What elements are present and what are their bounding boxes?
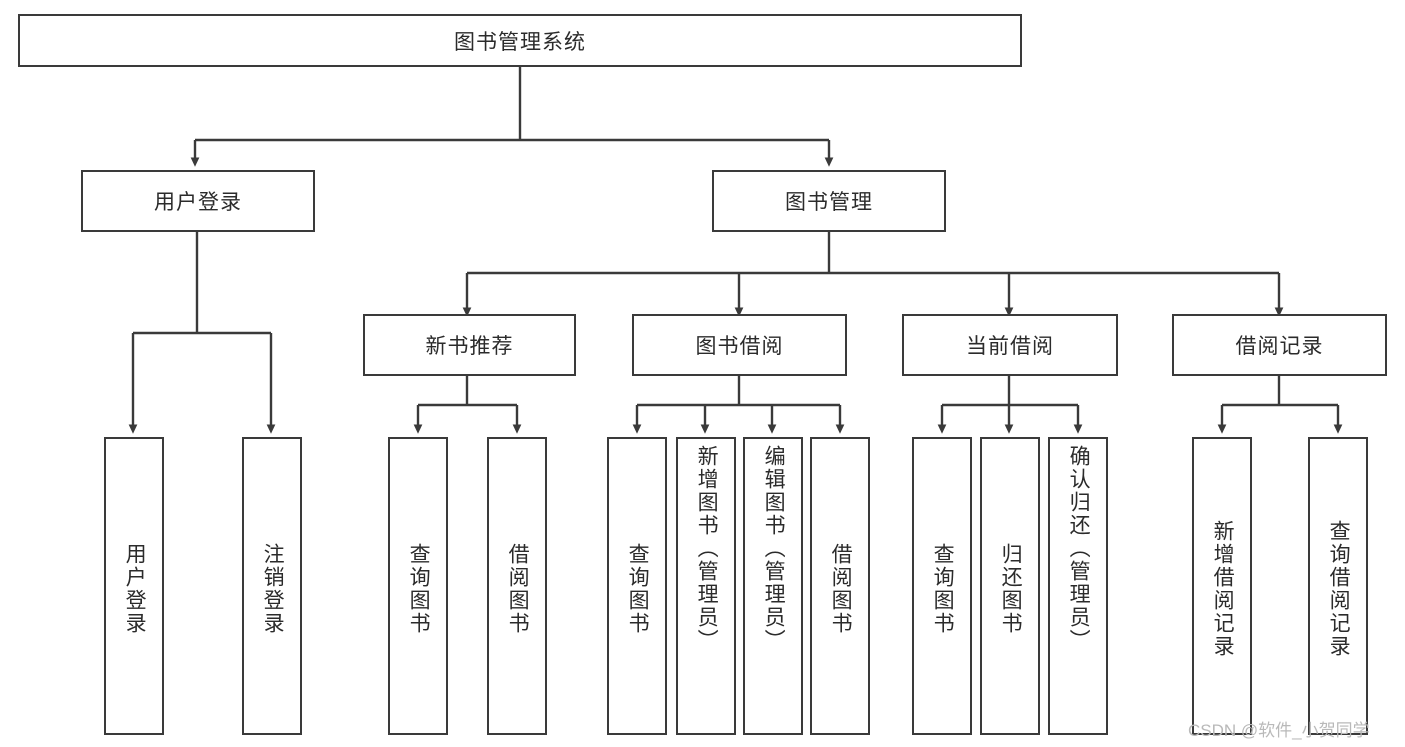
node-borrow-record[interactable]: 借阅记录 (1172, 314, 1387, 376)
leaf-label: 用户登录 (123, 543, 147, 635)
leaf-label: 查询借阅记录 (1327, 520, 1351, 658)
leaf-label: 借阅图书 (829, 543, 853, 635)
node-new-book-recommend[interactable]: 新书推荐 (363, 314, 576, 376)
leaf-book-borrow-edit[interactable]: 编辑图书（管理员） (743, 437, 803, 735)
leaf-label: 借阅图书 (506, 543, 530, 635)
watermark: CSDN @软件_小贺同学 (1188, 721, 1370, 740)
node-borrow-record-label: 借阅记录 (1235, 335, 1324, 358)
leaf-label: 新增图书（管理员） (695, 445, 719, 652)
leaf-current-borrow-query[interactable]: 查询图书 (912, 437, 972, 735)
node-current-borrow-label: 当前借阅 (966, 335, 1054, 358)
leaf-user-login-login[interactable]: 用户登录 (104, 437, 164, 735)
leaf-label: 查询图书 (407, 543, 431, 635)
node-book-management[interactable]: 图书管理 (712, 170, 946, 232)
leaf-book-borrow-add[interactable]: 新增图书（管理员） (676, 437, 736, 735)
leaf-current-borrow-return[interactable]: 归还图书 (980, 437, 1040, 735)
leaf-label: 归还图书 (999, 543, 1023, 635)
leaf-user-login-logout[interactable]: 注销登录 (242, 437, 302, 735)
leaf-label: 编辑图书（管理员） (762, 445, 786, 652)
leaf-label: 查询图书 (626, 543, 650, 635)
leaf-label: 注销登录 (261, 543, 285, 635)
node-user-login-label: 用户登录 (154, 191, 242, 214)
leaf-label: 确认归还（管理员） (1067, 445, 1091, 652)
leaf-borrow-record-add[interactable]: 新增借阅记录 (1192, 437, 1252, 735)
node-current-borrow[interactable]: 当前借阅 (902, 314, 1118, 376)
node-book-management-label: 图书管理 (785, 191, 873, 214)
leaf-current-borrow-confirm-return[interactable]: 确认归还（管理员） (1048, 437, 1108, 735)
leaf-book-borrow-query[interactable]: 查询图书 (607, 437, 667, 735)
leaf-label: 新增借阅记录 (1211, 520, 1235, 658)
leaf-new-book-borrow[interactable]: 借阅图书 (487, 437, 547, 735)
node-book-borrow[interactable]: 图书借阅 (632, 314, 847, 376)
node-root[interactable]: 图书管理系统 (18, 14, 1022, 67)
node-new-book-recommend-label: 新书推荐 (425, 335, 514, 358)
node-book-borrow-label: 图书借阅 (695, 335, 784, 358)
leaf-borrow-record-query[interactable]: 查询借阅记录 (1308, 437, 1368, 735)
leaf-book-borrow-borrow[interactable]: 借阅图书 (810, 437, 870, 735)
node-root-label: 图书管理系统 (454, 30, 586, 54)
leaf-label: 查询图书 (931, 543, 955, 635)
leaf-new-book-query[interactable]: 查询图书 (388, 437, 448, 735)
node-user-login[interactable]: 用户登录 (81, 170, 315, 232)
